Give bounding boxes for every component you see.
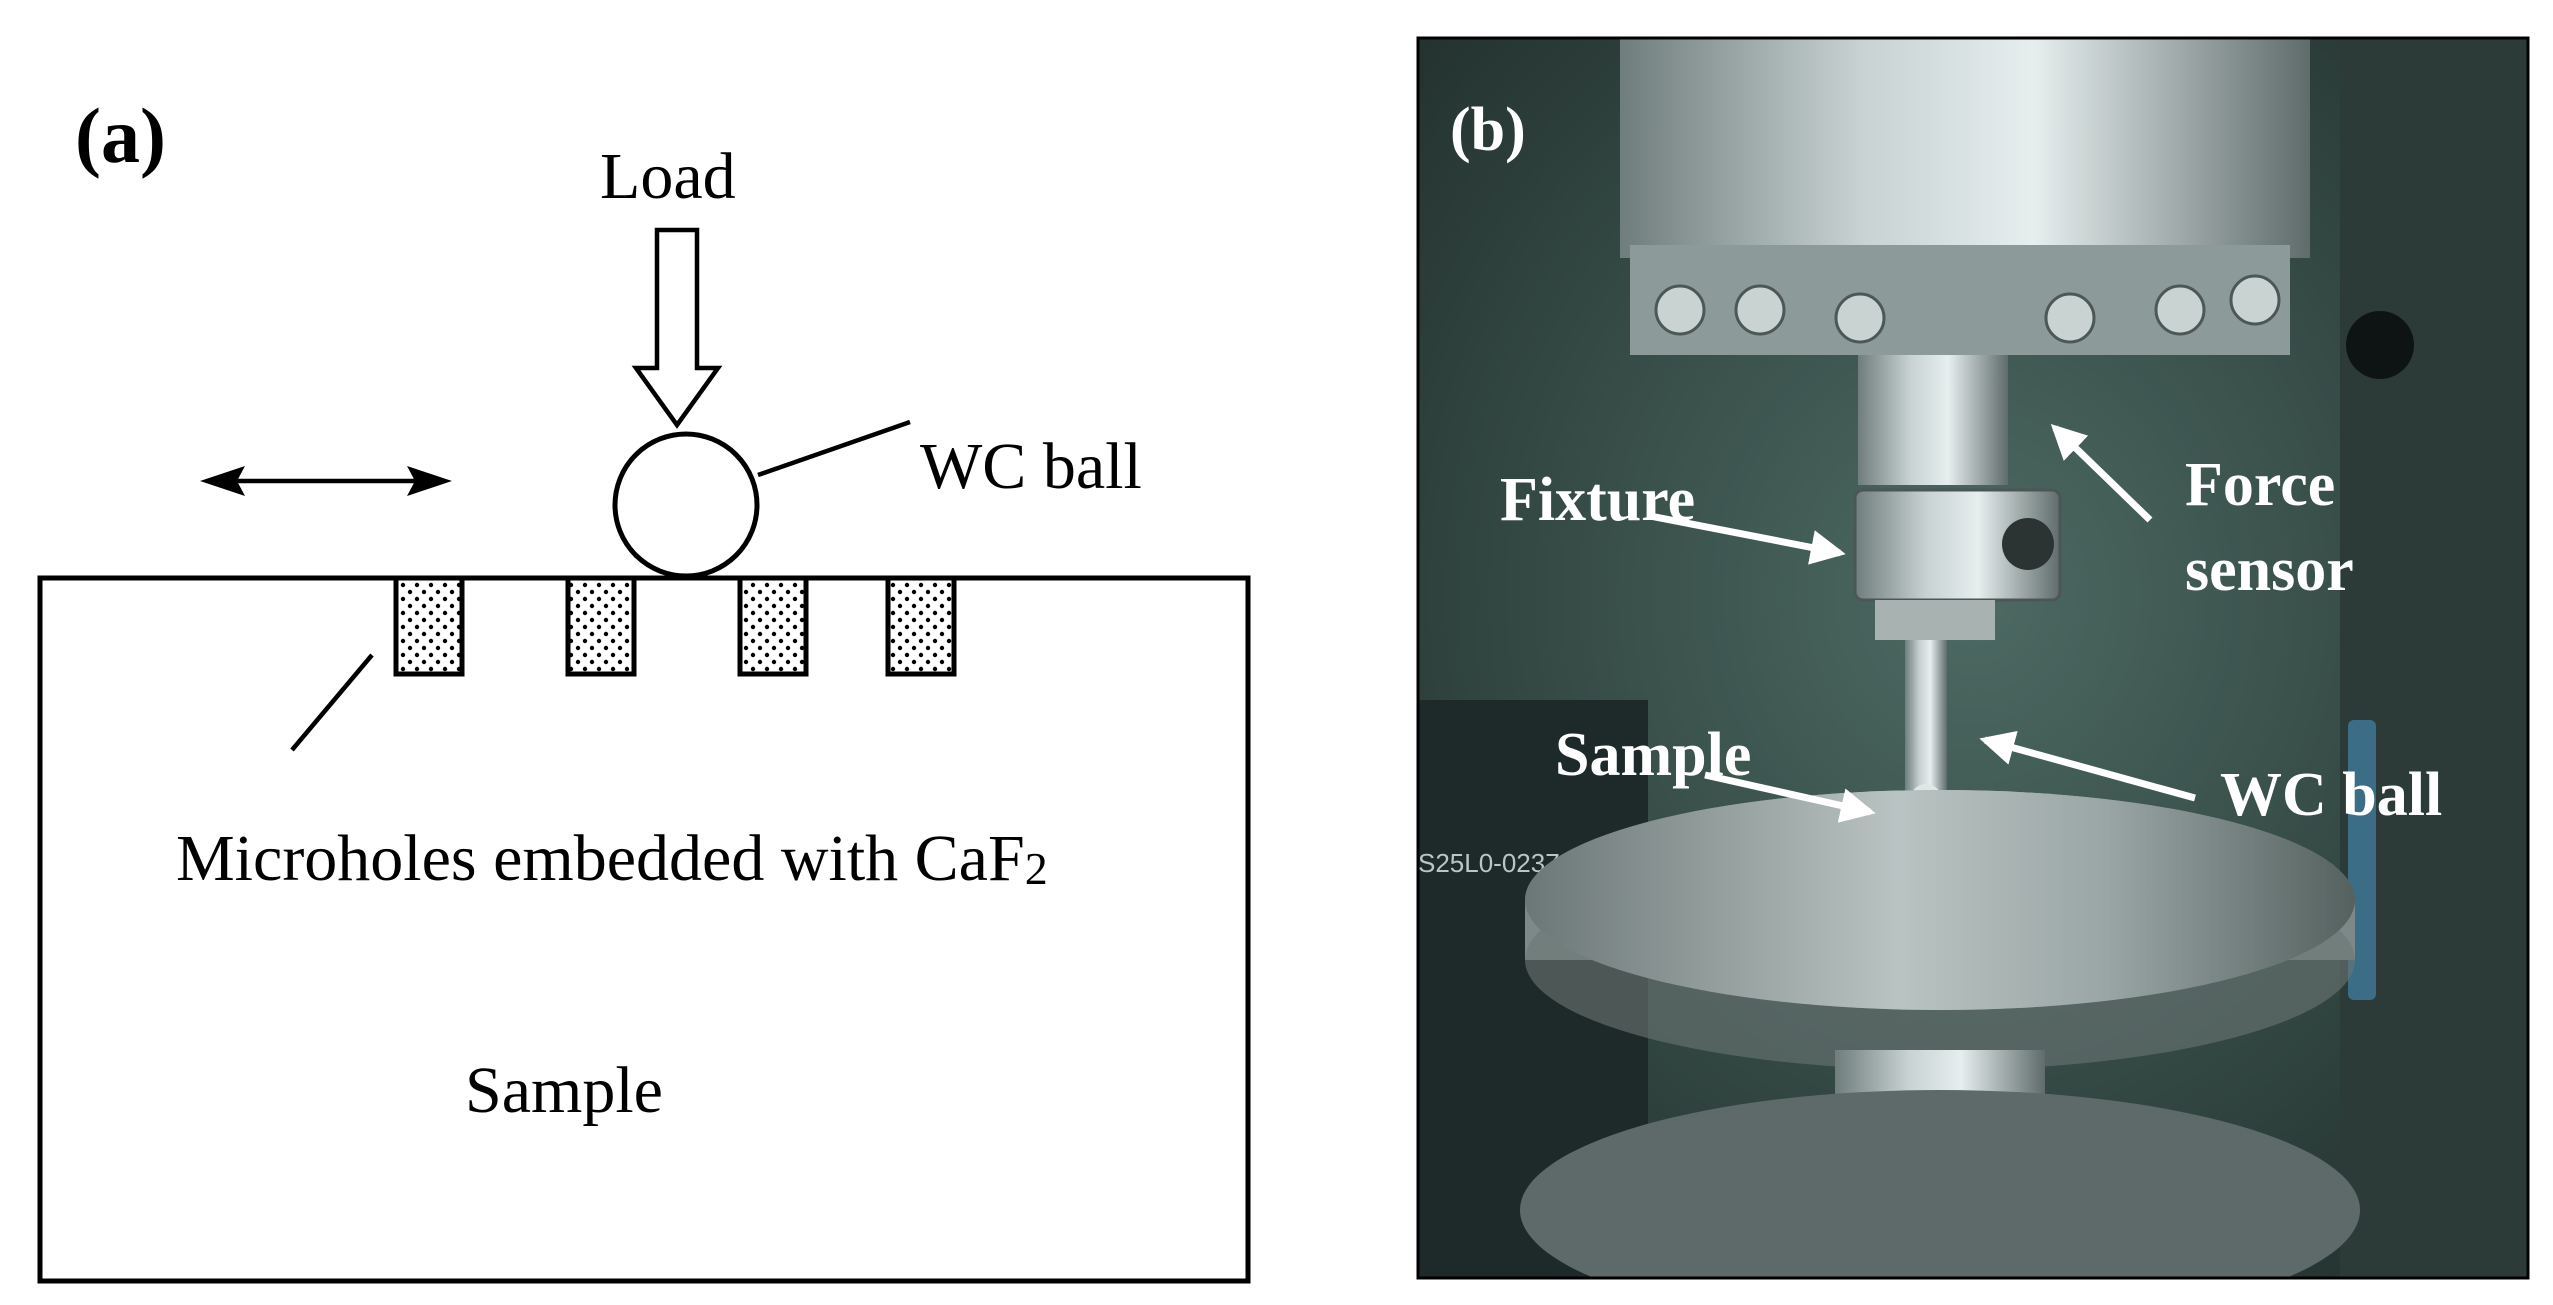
panel-b: S25L0-0237: [1416, 36, 2530, 1280]
sample-block: [37, 575, 1251, 1284]
force-sensor-label-line-2: sensor: [2185, 536, 2354, 604]
microhole: [565, 575, 637, 677]
wc-ball-label: WC ball: [920, 430, 1142, 503]
microhole: [737, 575, 809, 677]
fixture-label: Fixture: [1500, 466, 1695, 534]
cabinet-right: [2340, 38, 2528, 1278]
microholes-label-subscript: 2: [1025, 843, 1048, 894]
sample-label: Sample: [465, 1054, 663, 1127]
microholes-label: Microholes embedded with CaF2: [176, 822, 1048, 895]
fixture-lower: [1875, 600, 1995, 640]
force-sensor-arrow: [2050, 423, 2153, 523]
device-tag: S25L0-0237: [1418, 848, 1560, 878]
spindle-base: [1520, 1090, 2360, 1278]
panel-a: (a) Load WC ball Microholes embedded wit…: [37, 92, 1251, 1284]
sample-arrow: [1704, 771, 1876, 823]
turntable-plate-face: [1525, 790, 2355, 1010]
microholes-label-text: Microholes embedded with CaF: [176, 822, 1025, 895]
force-sensor-label-line-1: Force: [2185, 451, 2335, 519]
panel-b-tag: (b): [1450, 96, 1526, 164]
load-arrow: [631, 227, 723, 429]
microhole-leader-line: [290, 653, 374, 752]
microhole: [393, 575, 465, 677]
wc-ball: [612, 431, 760, 579]
microholes: [393, 575, 957, 677]
load-label: Load: [600, 140, 736, 213]
head-bolts: [1654, 274, 2281, 344]
reciprocation-arrow: [200, 466, 452, 496]
wc-ball-leader-line: [757, 419, 911, 478]
machine-head: [1620, 38, 2310, 258]
fixture-screw: [2002, 518, 2054, 570]
cabinet-knob: [2346, 311, 2414, 379]
force-sensor: [1858, 355, 2008, 485]
panel-a-tag: (a): [75, 92, 166, 179]
photo-wc-ball-label: WC ball: [2220, 761, 2442, 829]
microhole: [885, 575, 957, 677]
photo-frame: [1416, 36, 2530, 1280]
stylus: [1905, 640, 1947, 790]
wc-ball-arrow: [1979, 730, 2196, 802]
fixture-arrow: [1649, 512, 1846, 565]
